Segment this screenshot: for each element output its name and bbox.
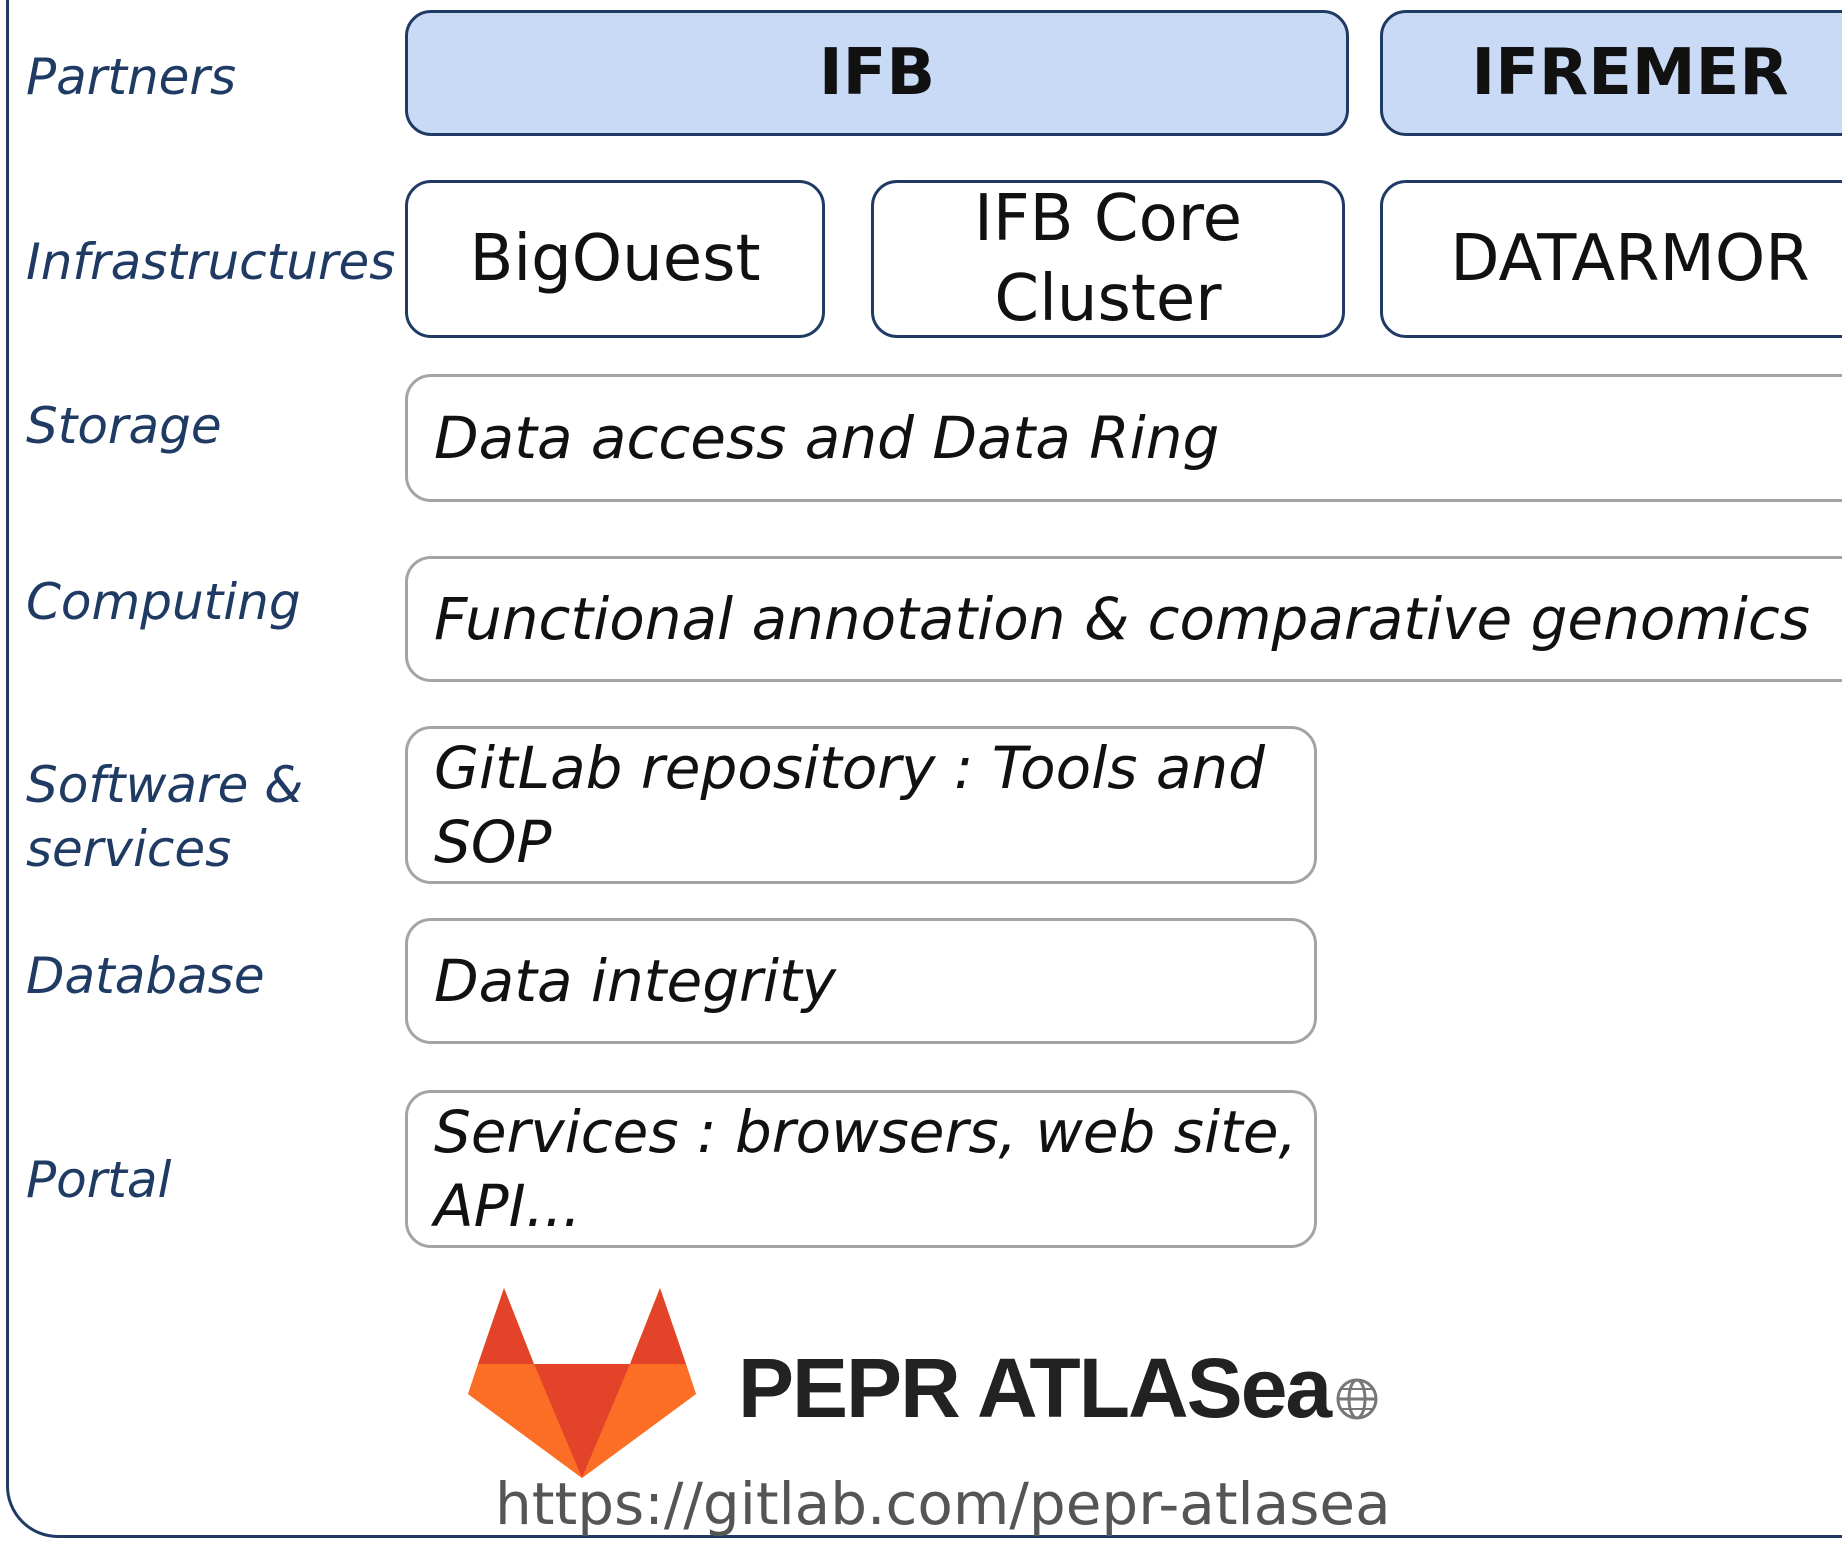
infra-bigouest: BigOuest [405, 180, 825, 338]
portal-line2: API... [434, 1172, 582, 1240]
gitlab-fox-icon [468, 1288, 696, 1478]
storage-box: Data access and Data Ring [405, 374, 1842, 502]
row-label-partners: Partners [26, 48, 237, 106]
infra-datarmor: DATARMOR [1380, 180, 1842, 338]
row-label-software-line1: Software & [26, 756, 304, 814]
row-label-computing: Computing [26, 573, 301, 631]
software-line2: SOP [434, 808, 552, 876]
row-label-portal: Portal [26, 1151, 172, 1209]
portal-line1: Services : browsers, web site, [434, 1098, 1297, 1166]
infra-ifb-core-line1: IFB Core [973, 182, 1243, 256]
computing-box: Functional annotation & comparative geno… [405, 556, 1842, 682]
partner-ifb: IFB [405, 10, 1349, 136]
row-label-storage: Storage [26, 397, 222, 455]
logo-name: PEPR ATLASea [738, 1341, 1332, 1435]
software-line1: GitLab repository : Tools and [434, 734, 1266, 802]
row-label-software-services: Software & services [26, 753, 303, 881]
infra-ifb-core-line2: Cluster [994, 262, 1222, 336]
row-label-software-line2: services [26, 820, 232, 878]
row-label-database: Database [26, 947, 265, 1005]
gitlab-url-link[interactable]: https://gitlab.com/pepr-atlasea [495, 1470, 1391, 1538]
partner-ifremer: IFREMER [1380, 10, 1842, 136]
software-box: GitLab repository : Tools and SOP [405, 726, 1317, 884]
database-box: Data integrity [405, 918, 1317, 1044]
globe-icon [1336, 1378, 1378, 1420]
portal-box: Services : browsers, web site, API... [405, 1090, 1317, 1248]
infra-ifb-core-cluster: IFB Core Cluster [871, 180, 1345, 338]
row-label-infrastructures: Infrastructures [26, 233, 396, 291]
diagram-frame [6, 0, 1842, 1538]
